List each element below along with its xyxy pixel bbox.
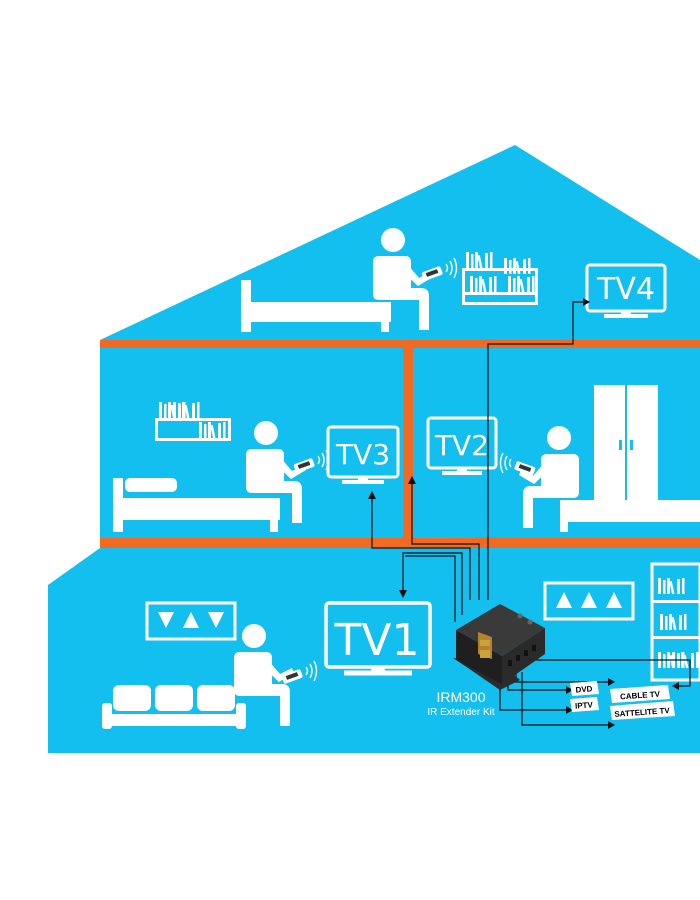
- source-iptv: IPTV: [575, 700, 594, 710]
- tv3-label: TV3: [335, 438, 390, 471]
- room-divider-wall: [403, 340, 413, 548]
- middle-floor: [100, 538, 700, 548]
- source-cable: CABLE TV: [620, 690, 661, 702]
- tv4-screen: TV4: [585, 263, 667, 318]
- source-labels: DVD IPTV CABLE TV SATTELITE TV: [570, 681, 675, 720]
- tv2-screen: TV2: [426, 416, 498, 475]
- bed-icon: [241, 280, 391, 332]
- tv3-screen: TV3: [326, 425, 400, 484]
- sofa-icon: [102, 685, 246, 729]
- attic-floor: [100, 340, 700, 348]
- bookshelf-icon: [650, 562, 700, 682]
- ir-receiver-icon: [543, 581, 635, 621]
- device-subtitle: IR Extender Kit: [427, 707, 494, 718]
- source-dvd: DVD: [575, 684, 593, 694]
- ir-receiver-icon: [145, 601, 237, 641]
- bookshelf-icon: [155, 402, 231, 441]
- tv4-label: TV4: [596, 272, 655, 307]
- tv1-screen: TV1: [324, 601, 432, 676]
- tv1-label: TV1: [334, 615, 420, 666]
- arrowheads: [368, 298, 679, 729]
- bookshelf-icon: [462, 252, 538, 305]
- wardrobe-icon: [594, 385, 658, 509]
- bed-icon: [113, 478, 280, 532]
- device-model: IRM300: [436, 689, 485, 705]
- bed-icon: [560, 500, 700, 532]
- tv2-label: TV2: [434, 429, 489, 462]
- source-satellite: SATTELITE TV: [614, 706, 671, 719]
- irm300-device: [453, 604, 545, 690]
